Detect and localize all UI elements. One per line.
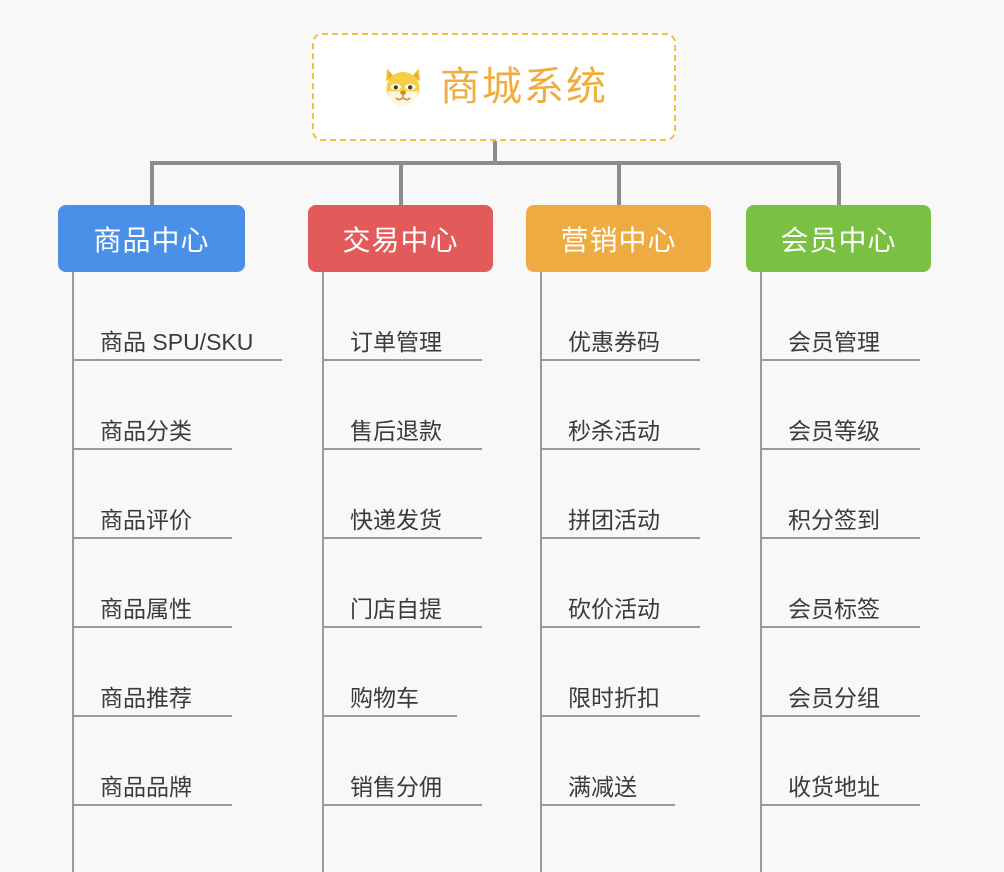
leaf-item[interactable]: 优惠券码 (540, 272, 711, 361)
leaf-item[interactable]: 销售分佣 (322, 717, 493, 806)
leaf-stem (760, 272, 762, 872)
category-column-3: 营销中心优惠券码秒杀活动拼团活动砍价活动限时折扣满减送 (526, 205, 711, 872)
leaf-underline (540, 626, 700, 628)
leaf-item[interactable]: 快递发货 (322, 450, 493, 539)
leaf-item-label: 订单管理 (350, 328, 442, 355)
leaf-item-label: 砍价活动 (568, 595, 660, 622)
leaf-item[interactable]: 订单管理 (322, 272, 493, 361)
leaf-item[interactable]: 商品推荐 (72, 628, 245, 717)
connector-drop-1 (398, 163, 403, 205)
leaf-stem (72, 272, 74, 872)
category-header-2[interactable]: 交易中心 (308, 205, 493, 272)
leaf-underline (760, 537, 920, 539)
leaf-item[interactable]: 会员分组 (760, 628, 931, 717)
connector-drop-2 (616, 163, 621, 205)
leaf-stem (322, 272, 324, 872)
leaf-list-3: 优惠券码秒杀活动拼团活动砍价活动限时折扣满减送 (526, 272, 711, 872)
shiba-dog-face-icon (385, 68, 421, 107)
leaf-item-label: 限时折扣 (568, 684, 660, 711)
leaf-underline (72, 715, 232, 717)
leaf-item[interactable]: 商品品牌 (72, 717, 245, 806)
connector-drop-0 (149, 163, 154, 205)
leaf-item[interactable]: 商品属性 (72, 539, 245, 628)
leaf-item[interactable]: 满减送 (540, 717, 711, 806)
leaf-item-label: 销售分佣 (350, 773, 442, 800)
leaf-item[interactable]: 商品评价 (72, 450, 245, 539)
leaf-underline (760, 448, 920, 450)
leaf-item-label: 快递发货 (350, 506, 442, 533)
leaf-underline (540, 359, 700, 361)
leaf-item[interactable]: 收货地址 (760, 717, 931, 806)
leaf-item-label: 优惠券码 (568, 328, 660, 355)
leaf-item[interactable]: 会员标签 (760, 539, 931, 628)
leaf-underline (322, 626, 482, 628)
leaf-list-1: 商品 SPU/SKU 商品分类商品评价商品属性商品推荐商品品牌 (58, 272, 282, 872)
leaf-item[interactable]: 门店自提 (322, 539, 493, 628)
root-title: 商城系统 (440, 65, 608, 109)
leaf-underline (760, 804, 920, 806)
leaf-list-4: 会员管理会员等级积分签到会员标签会员分组收货地址 (746, 272, 931, 872)
leaf-item-label: 会员标签 (788, 595, 880, 622)
leaf-underline (760, 359, 920, 361)
leaf-item-label: 售后退款 (350, 417, 442, 444)
category-header-4[interactable]: 会员中心 (746, 205, 931, 272)
connector-trunk (493, 141, 497, 163)
leaf-item-label: 会员等级 (788, 417, 880, 444)
leaf-item[interactable]: 商品分类 (72, 361, 245, 450)
leaf-item-label: 门店自提 (350, 595, 442, 622)
leaf-underline (322, 359, 482, 361)
leaf-underline (72, 537, 232, 539)
leaf-item-label: 商品分类 (100, 417, 192, 444)
mindmap-canvas: 商城系统 商品中心商品 SPU/SKU 商品分类商品评价商品属性商品推荐商品品牌 交… (58, 33, 931, 872)
leaf-underline (322, 537, 482, 539)
leaf-item-label: 秒杀活动 (568, 417, 660, 444)
leaf-item-label: 商品评价 (100, 506, 192, 533)
leaf-list-2: 订单管理售后退款快递发货门店自提购物车销售分佣 (308, 272, 493, 872)
root-node[interactable]: 商城系统 (312, 33, 676, 141)
leaf-underline (72, 359, 282, 361)
connector-bus (150, 161, 840, 165)
leaf-item-label: 商品 SPU/SKU (100, 328, 254, 355)
leaf-item-label: 商品品牌 (100, 773, 192, 800)
category-column-2: 交易中心订单管理售后退款快递发货门店自提购物车销售分佣 (308, 205, 493, 872)
leaf-item-label: 商品推荐 (100, 684, 192, 711)
leaf-item-label: 收货地址 (788, 773, 880, 800)
connector-drop-3 (836, 163, 841, 205)
leaf-item[interactable]: 会员管理 (760, 272, 931, 361)
leaf-item-label: 会员管理 (788, 328, 880, 355)
leaf-item-label: 会员分组 (788, 684, 880, 711)
leaf-underline (540, 448, 700, 450)
leaf-item[interactable]: 拼团活动 (540, 450, 711, 539)
leaf-underline (322, 448, 482, 450)
leaf-underline (540, 804, 675, 806)
leaf-underline (72, 804, 232, 806)
leaf-item[interactable]: 售后退款 (322, 361, 493, 450)
category-column-4: 会员中心会员管理会员等级积分签到会员标签会员分组收货地址 (746, 205, 931, 872)
leaf-item[interactable]: 限时折扣 (540, 628, 711, 717)
leaf-item-label: 积分签到 (788, 506, 880, 533)
leaf-item[interactable]: 秒杀活动 (540, 361, 711, 450)
leaf-item[interactable]: 积分签到 (760, 450, 931, 539)
category-column-1: 商品中心商品 SPU/SKU 商品分类商品评价商品属性商品推荐商品品牌 (58, 205, 282, 872)
leaf-item[interactable]: 购物车 (322, 628, 493, 717)
leaf-item-label: 满减送 (568, 773, 637, 800)
leaf-underline (540, 537, 700, 539)
category-header-1[interactable]: 商品中心 (58, 205, 245, 272)
leaf-item[interactable]: 商品 SPU/SKU (72, 272, 282, 361)
leaf-underline (72, 626, 232, 628)
leaf-underline (760, 715, 920, 717)
leaf-underline (540, 715, 700, 717)
leaf-stem (540, 272, 542, 872)
leaf-item[interactable]: 会员等级 (760, 361, 931, 450)
category-header-3[interactable]: 营销中心 (526, 205, 711, 272)
leaf-item-label: 商品属性 (100, 595, 192, 622)
leaf-underline (322, 715, 457, 717)
leaf-underline (72, 448, 232, 450)
leaf-item[interactable]: 砍价活动 (540, 539, 711, 628)
leaf-item-label: 购物车 (350, 684, 419, 711)
leaf-underline (322, 804, 482, 806)
leaf-item-label: 拼团活动 (568, 506, 660, 533)
leaf-underline (760, 626, 920, 628)
